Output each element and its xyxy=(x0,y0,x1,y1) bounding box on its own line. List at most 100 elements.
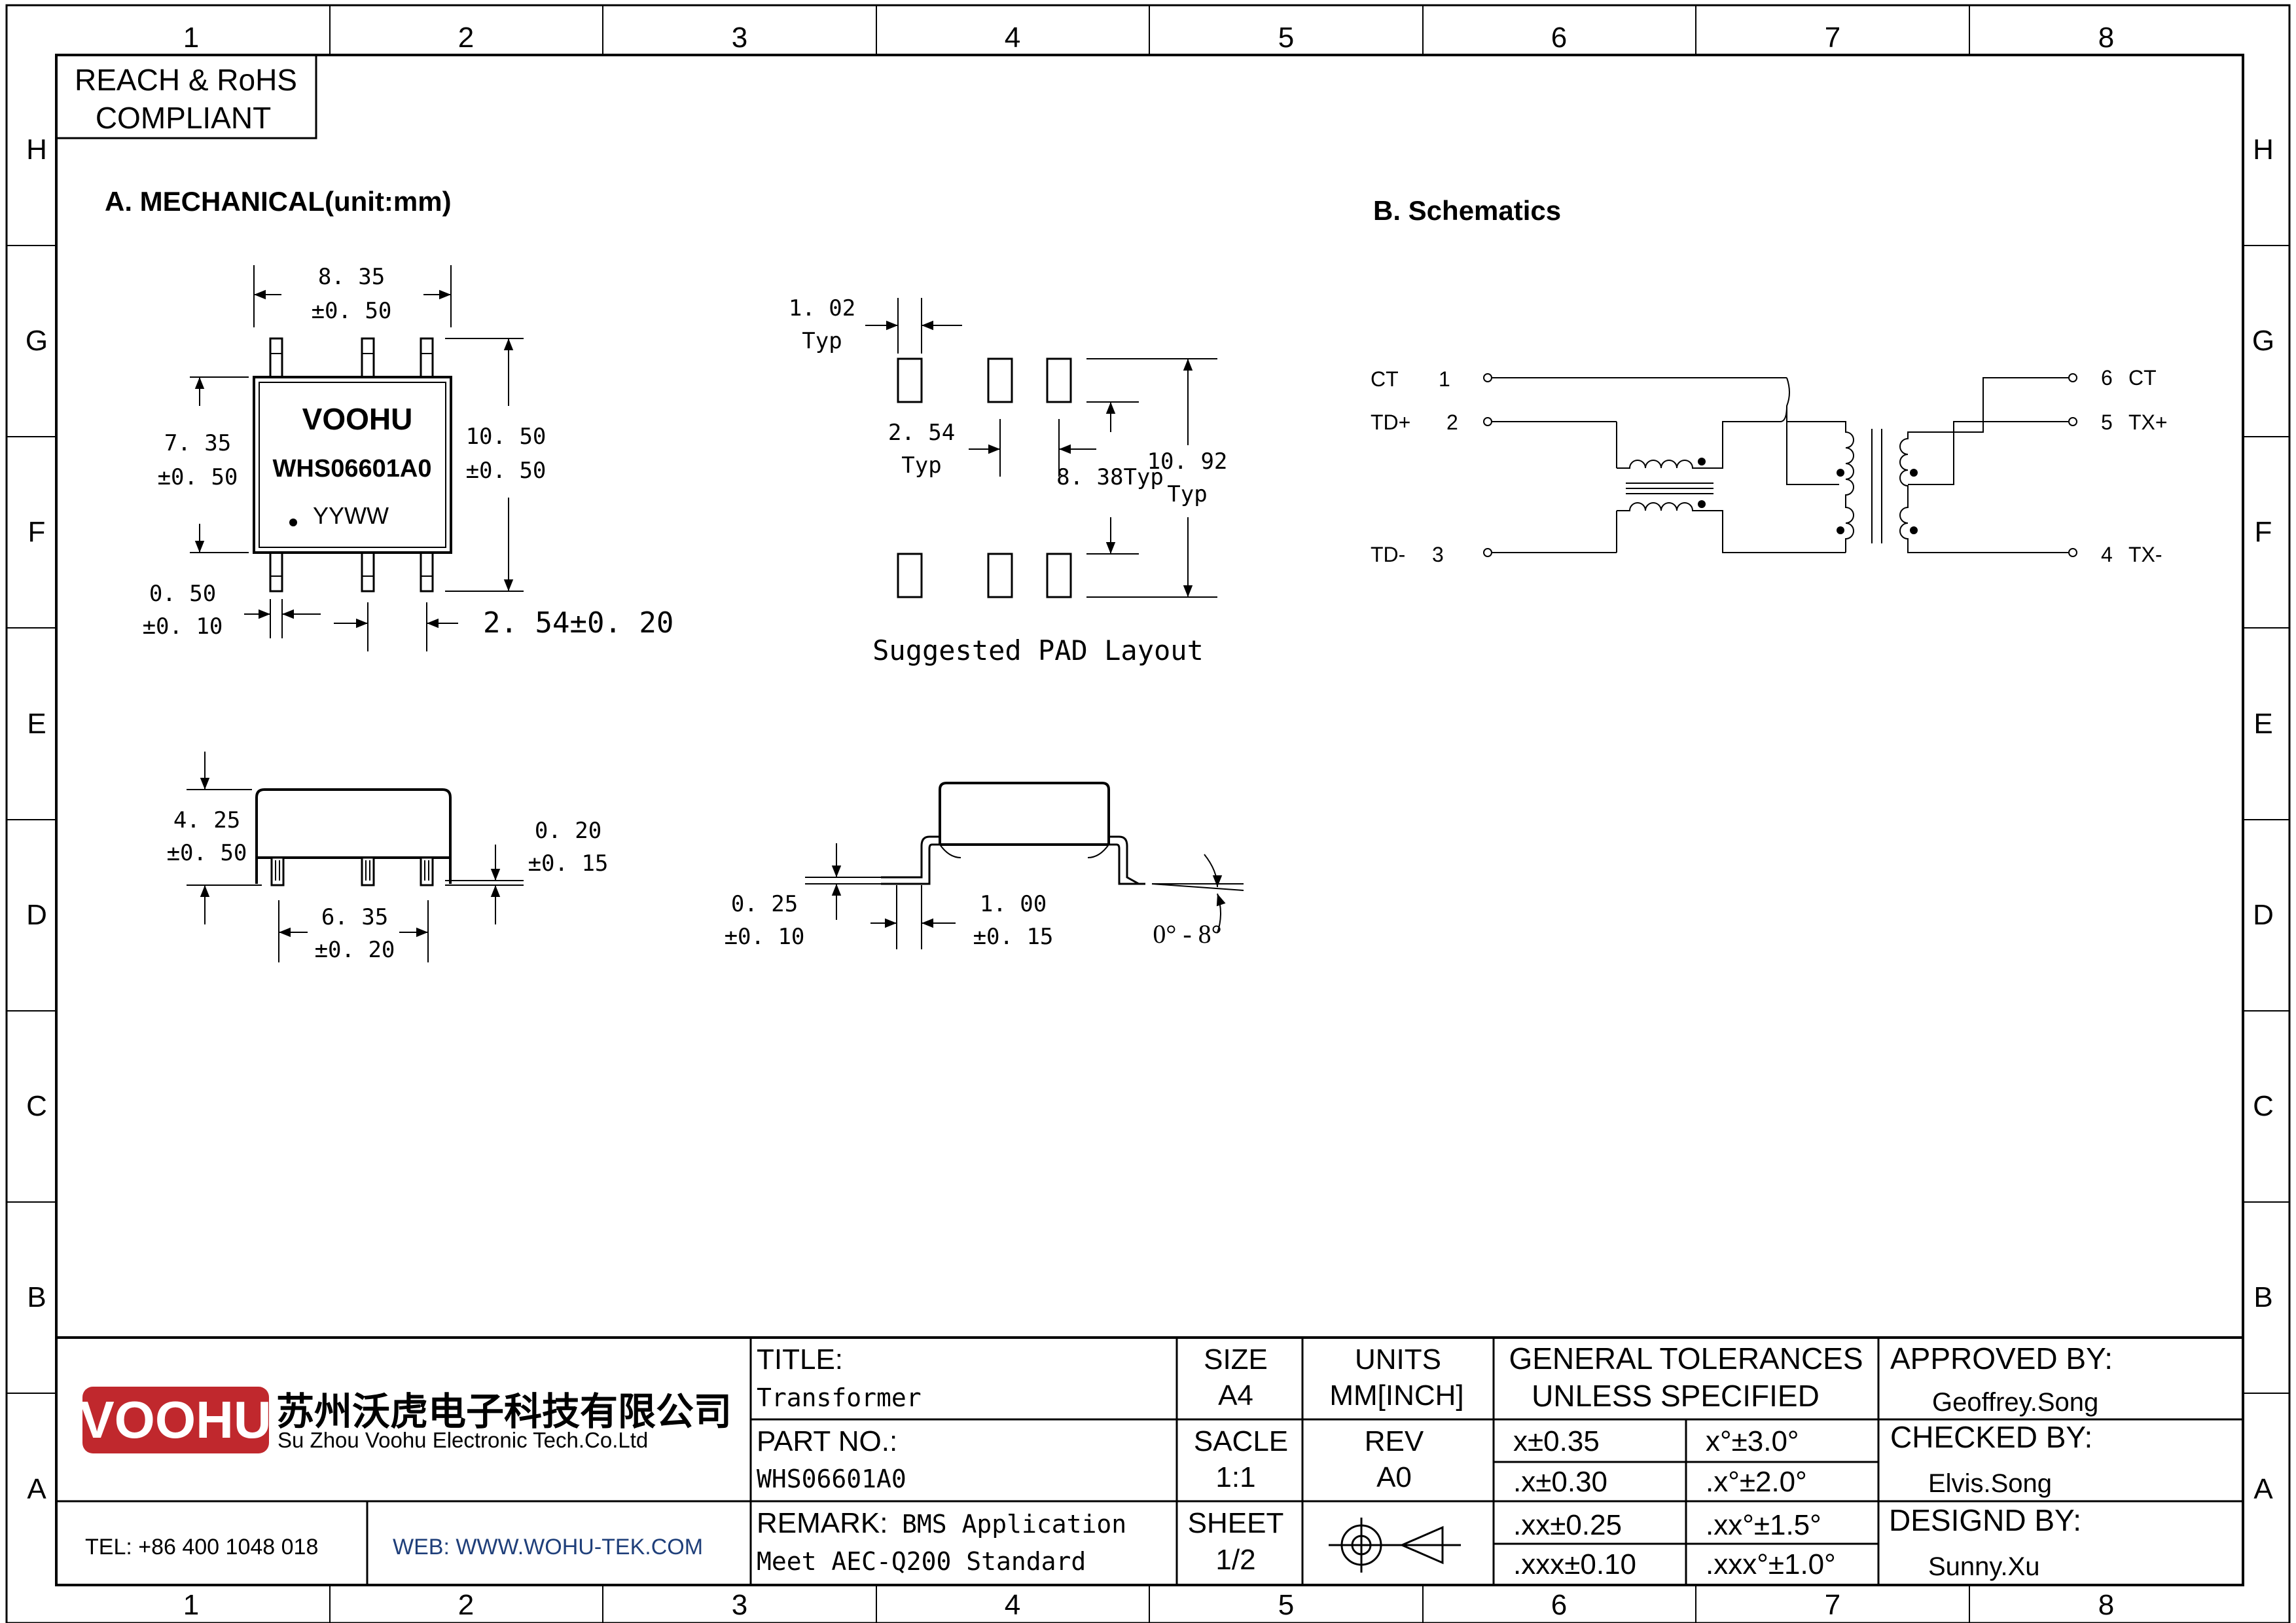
dim-label: 2. 54 xyxy=(888,420,955,446)
row-label: C xyxy=(2253,1090,2274,1122)
tolerance-title-1: GENERAL TOLERANCES xyxy=(1509,1341,1863,1376)
dim-label: 10. 50 xyxy=(466,424,547,450)
logo-text: VOOHU xyxy=(79,1391,271,1449)
side-view-dim-labels: 4. 25 ±0. 50 0. 20 ±0. 15 6. 35 ±0. 20 xyxy=(167,807,609,963)
col-label: 8 xyxy=(2098,22,2114,54)
schematic-pin-labels: CT 1 TD+ 2 TD- 3 6 CT 5 TX+ 4 TX- xyxy=(1371,366,2168,566)
pad xyxy=(1046,357,1072,403)
tolerance-cell: .xx°±1.5° xyxy=(1706,1509,1821,1541)
pin-num: 6 xyxy=(2101,366,2113,390)
approval-values: Geoffrey.Song Elvis.Song Sunny.Xu xyxy=(1928,1388,2098,1581)
row-labels-left: H G F E D C B A xyxy=(26,134,48,1505)
dim-label: 10. 92 xyxy=(1147,448,1228,475)
pin-name: CT xyxy=(2128,366,2157,390)
title-label: TITLE: xyxy=(757,1343,843,1376)
col-label: 4 xyxy=(1005,1589,1020,1621)
pad xyxy=(987,357,1013,403)
checked-label: CHECKED BY: xyxy=(1890,1420,2092,1454)
col-label: 6 xyxy=(1551,22,1567,54)
end-view-dimensions xyxy=(805,843,1244,949)
polarity-dot-icon xyxy=(1698,458,1706,465)
dim-label: ±0. 20 xyxy=(315,937,395,963)
tolerance-cell: .xxx°±1.0° xyxy=(1706,1548,1836,1580)
top-view: VOOHU WHS06601A0 YYWW xyxy=(253,337,452,593)
tolerance-cell: .xxx±0.10 xyxy=(1513,1548,1636,1580)
pin1-dot-icon xyxy=(289,519,297,526)
marking-brand: VOOHU xyxy=(302,402,413,436)
row-label: A xyxy=(2253,1473,2273,1505)
col-label: 6 xyxy=(1551,1589,1567,1621)
row-label: G xyxy=(26,325,48,357)
row-label: A xyxy=(27,1473,46,1505)
sheet-frame xyxy=(5,4,2291,1623)
pad-layout xyxy=(897,357,1072,598)
approval-labels: APPROVED BY: CHECKED BY: DESIGND BY: xyxy=(1889,1341,2113,1537)
polarity-dot-icon xyxy=(1910,526,1918,534)
pin-name: TD+ xyxy=(1371,410,1410,434)
pin-num: 2 xyxy=(1446,410,1458,434)
sheet-value: 1/2 xyxy=(1215,1544,1255,1576)
package-body xyxy=(253,376,452,554)
top-view-dim-labels: 8. 35 ±0. 50 7. 35 ±0. 50 10. 50 ±0. 50 … xyxy=(143,264,547,640)
rev-label: REV xyxy=(1365,1425,1424,1457)
title-value: Transformer xyxy=(757,1383,922,1412)
scale-label: SACLE xyxy=(1194,1425,1288,1457)
pin-name: TX- xyxy=(2128,543,2162,566)
checked-value: Elvis.Song xyxy=(1928,1469,2052,1498)
pin-name: CT xyxy=(1371,367,1399,391)
row-label: B xyxy=(27,1281,46,1313)
dim-label: 1. 02 xyxy=(789,295,855,321)
dim-label: 6. 35 xyxy=(321,904,388,930)
row-label: G xyxy=(2252,325,2274,357)
end-view-dim-labels: 0. 25 ±0. 10 1. 00 ±0. 15 xyxy=(725,891,1054,950)
col-label: 2 xyxy=(458,1589,474,1621)
end-view xyxy=(881,782,1145,885)
size-label: SIZE xyxy=(1204,1343,1268,1376)
tolerance-cell: .xx±0.25 xyxy=(1513,1509,1622,1541)
sheet-label: SHEET xyxy=(1188,1507,1284,1539)
col-label: 5 xyxy=(1278,1589,1294,1621)
col-label: 2 xyxy=(458,22,474,54)
dim-label: 0. 25 xyxy=(731,891,798,917)
col-label: 3 xyxy=(732,22,747,54)
side-view xyxy=(255,788,452,886)
col-label: 7 xyxy=(1825,1589,1840,1621)
rev-value: A0 xyxy=(1376,1461,1412,1493)
dim-label: ±0. 50 xyxy=(312,298,392,324)
dim-label: 7. 35 xyxy=(164,430,231,456)
angle-label: 0° - 8° xyxy=(1153,919,1221,949)
polarity-dot-icon xyxy=(1837,526,1844,534)
company-name-cn: 苏州沃虎电子科技有限公司 xyxy=(276,1391,732,1433)
part-label: PART NO.: xyxy=(757,1425,897,1457)
row-label: E xyxy=(2253,708,2272,740)
pin-num: 1 xyxy=(1439,367,1450,391)
polarity-dot-icon xyxy=(1698,500,1706,508)
dim-label: ±0. 50 xyxy=(466,458,547,484)
pin-name: TX+ xyxy=(2128,410,2168,434)
tolerance-cell: .x±0.30 xyxy=(1513,1466,1607,1498)
pad xyxy=(1046,553,1072,598)
remark-value-2: Meet AEC-Q200 Standard xyxy=(757,1547,1086,1576)
approved-label: APPROVED BY: xyxy=(1890,1341,2113,1376)
dim-label: ±0. 15 xyxy=(528,850,609,877)
dim-label: 8. 35 xyxy=(318,264,385,290)
dim-label: 4. 25 xyxy=(173,807,240,833)
tolerance-cell: x°±3.0° xyxy=(1706,1425,1799,1457)
title-block-labels: TITLE: PART NO.: REMARK: xyxy=(757,1343,897,1539)
row-label: F xyxy=(28,516,46,548)
side-view-dimensions xyxy=(187,752,524,962)
col-label: 8 xyxy=(2098,1589,2114,1621)
pin-num: 5 xyxy=(2101,410,2113,434)
dim-label: 0. 50 xyxy=(149,581,216,607)
designed-value: Sunny.Xu xyxy=(1928,1552,2040,1581)
units-value: MM[INCH] xyxy=(1329,1379,1463,1412)
dim-label: Typ xyxy=(1167,481,1207,507)
title-block-size-scale: SIZE A4 SACLE 1:1 SHEET 1/2 UNITS MM[INC… xyxy=(1188,1343,1464,1576)
col-label: 3 xyxy=(732,1589,747,1621)
row-label: B xyxy=(2253,1281,2272,1313)
marking-part: WHS06601A0 xyxy=(273,455,432,483)
polarity-dot-icon xyxy=(1910,469,1918,477)
col-label: 5 xyxy=(1278,22,1294,54)
column-labels-bottom: 1 2 3 4 5 6 7 8 xyxy=(183,1589,2114,1621)
tolerance-cell: .x°±2.0° xyxy=(1706,1466,1807,1498)
